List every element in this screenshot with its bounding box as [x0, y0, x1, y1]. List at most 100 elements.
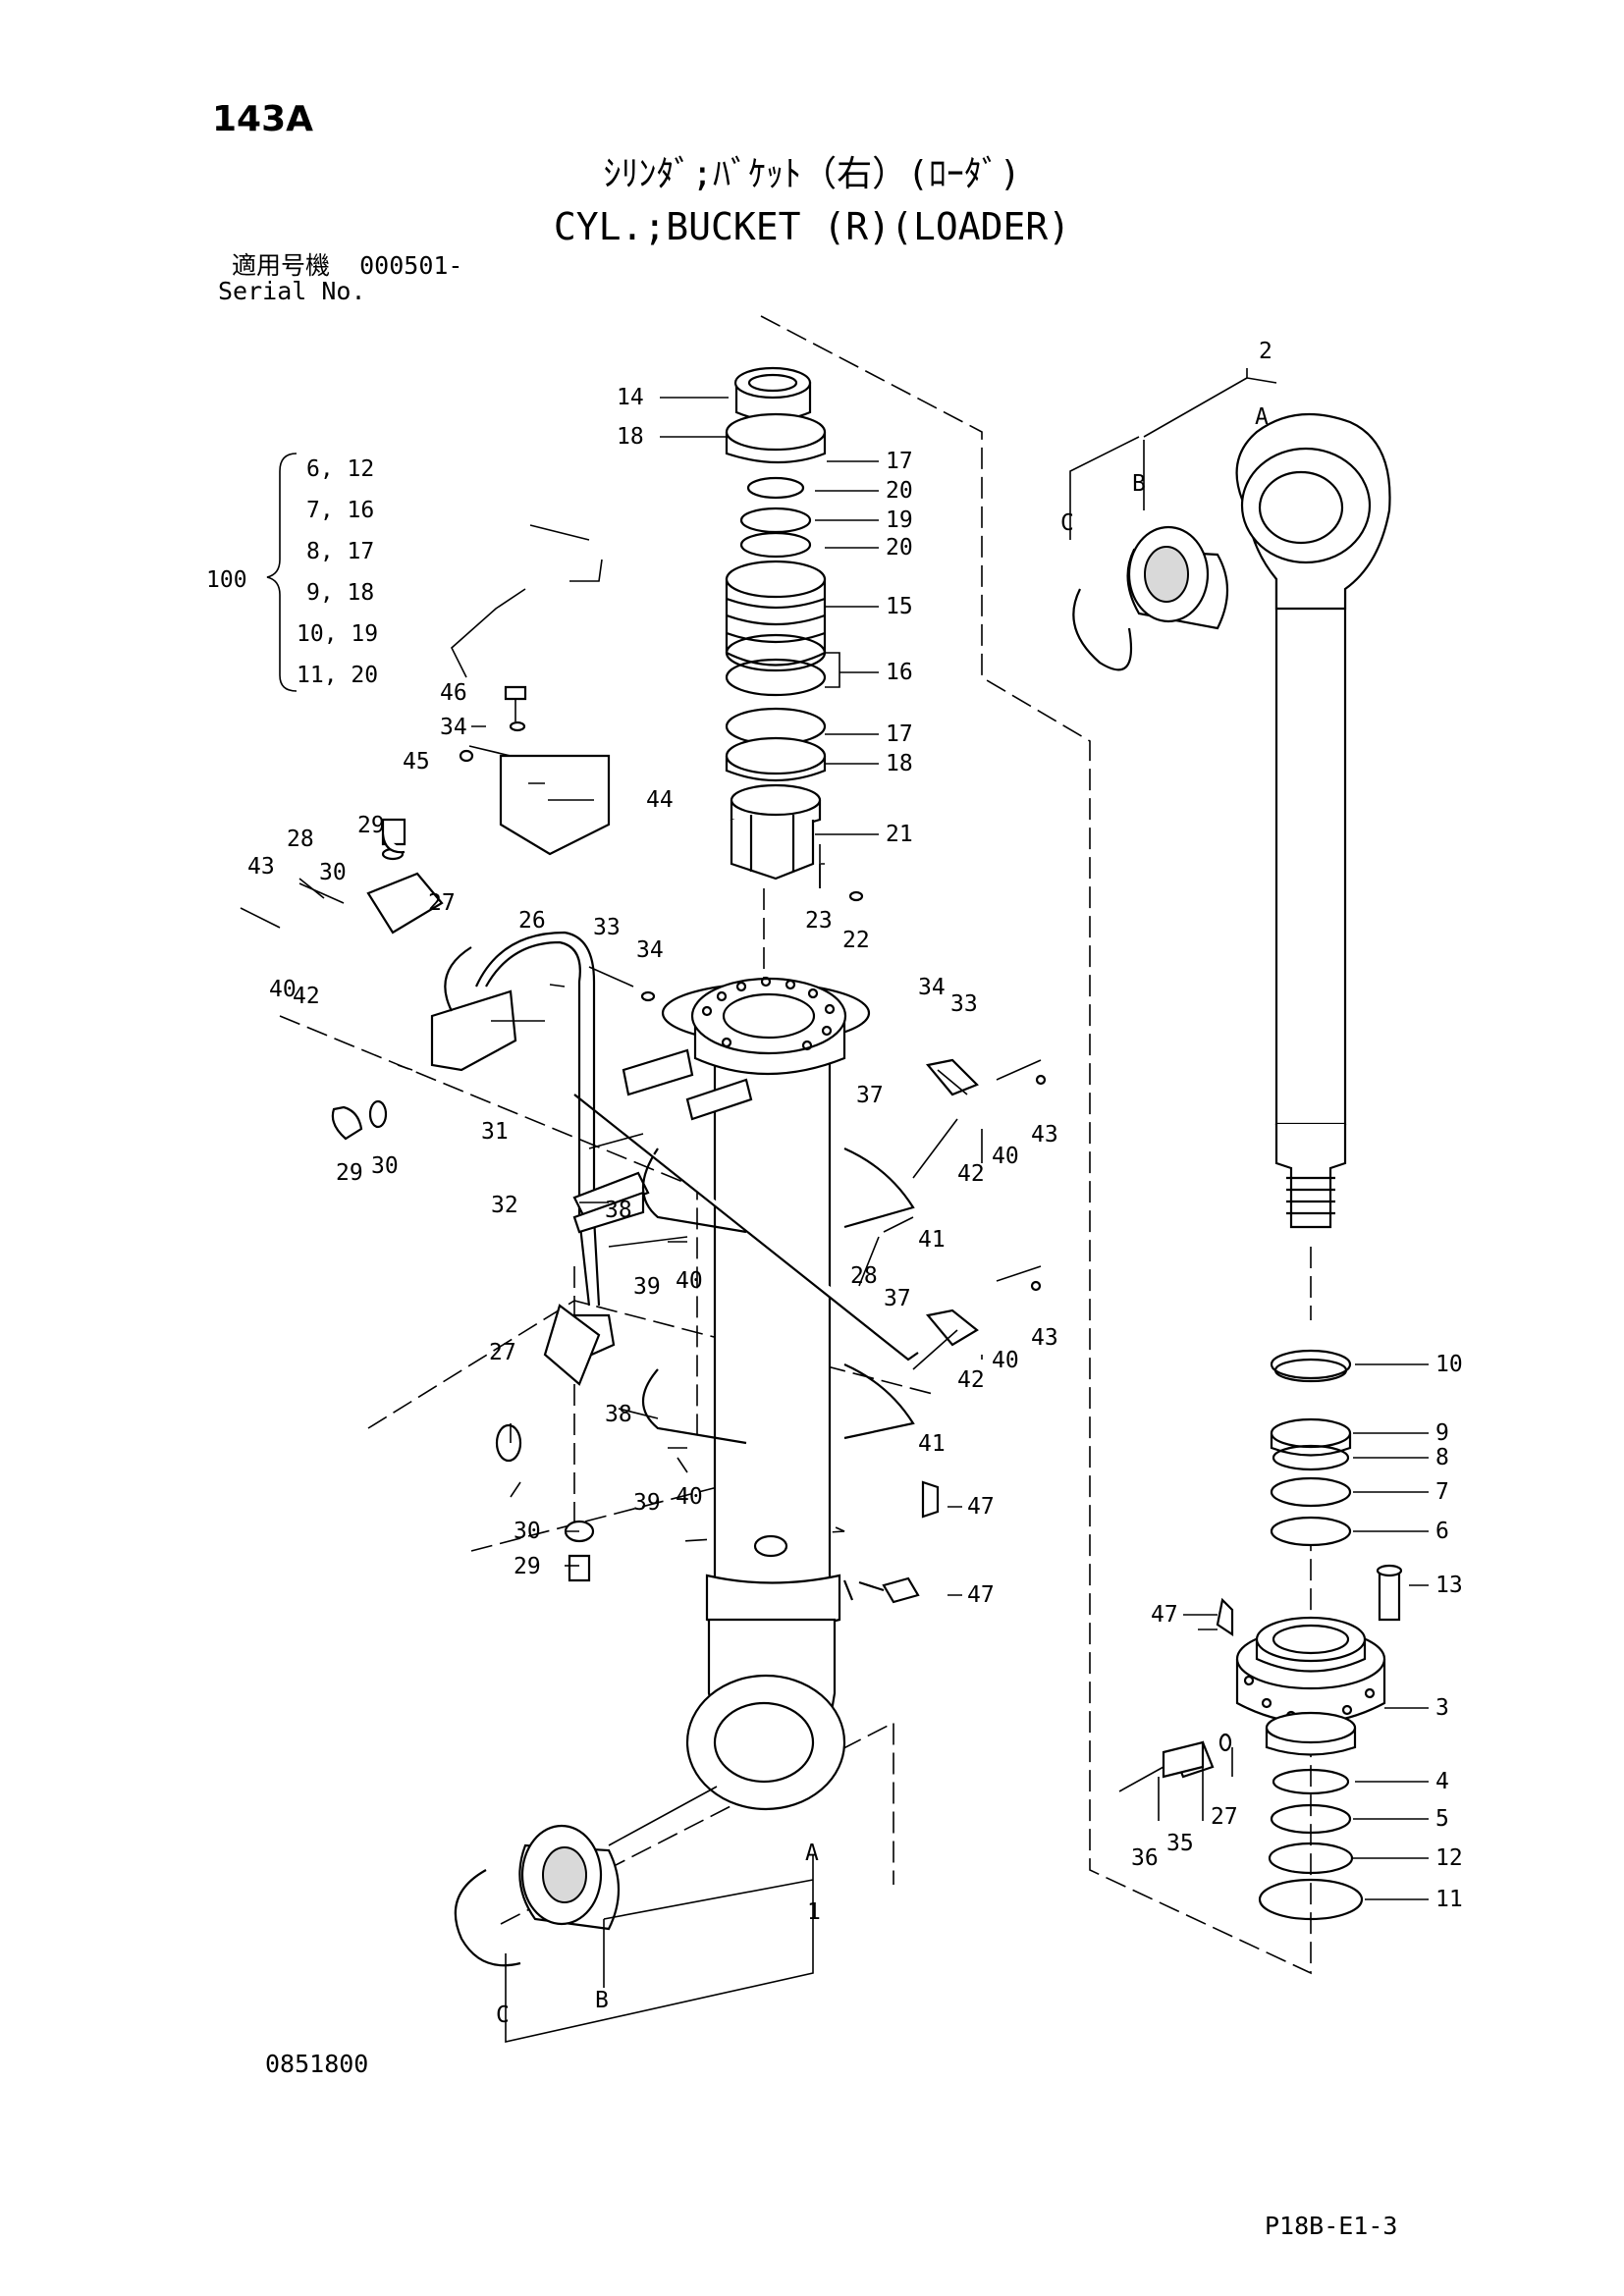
callout-13: 13 — [1435, 1573, 1463, 1598]
kit-item-5: 10, 19 — [297, 621, 378, 647]
callout-28: 28 — [287, 827, 314, 852]
callout-41: 41 — [918, 1227, 946, 1253]
callout-labels: 14 18 17 20 19 20 15 16 17 18 21 23 22 2… — [247, 339, 1463, 2028]
title-japanese: ｼﾘﾝﾀﾞ;ﾊﾞｹｯﾄ（右）(ﾛｰﾀﾞ) — [603, 154, 1021, 194]
callout-38b: 38 — [605, 1402, 632, 1427]
tube-flange — [690, 976, 847, 1076]
callout-38: 38 — [605, 1198, 632, 1223]
callout-27c: 27 — [1211, 1804, 1238, 1830]
callout-5: 5 — [1435, 1806, 1449, 1832]
callout-47b: 47 — [967, 1582, 995, 1608]
callout-17: 17 — [886, 449, 913, 474]
callout-20: 20 — [886, 478, 913, 504]
kit-number: 100 — [206, 567, 247, 593]
callout-42c: 42 — [957, 1367, 985, 1393]
callout-21: 21 — [886, 822, 913, 847]
label-b-bottom: B — [595, 1988, 609, 2013]
callout-42b: 42 — [957, 1161, 985, 1187]
callout-40: 40 — [269, 977, 297, 1002]
callout-4: 4 — [1435, 1769, 1449, 1794]
callout-6: 6 — [1435, 1519, 1449, 1544]
serial-label-english: Serial No. — [218, 277, 366, 305]
callout-29: 29 — [357, 813, 385, 838]
label-a-top: A — [1255, 404, 1269, 430]
callout-20b: 20 — [886, 535, 913, 561]
serial-label-japanese: 適用号機 000501- — [232, 253, 462, 278]
serial-label-jp: 適用号機 — [232, 251, 331, 280]
callout-28b: 28 — [850, 1263, 878, 1289]
kit-item-1: 6, 12 — [306, 456, 374, 482]
callout-3: 3 — [1435, 1695, 1449, 1721]
piston-seal-stack — [1270, 1349, 1352, 1547]
kit-item-6: 11, 20 — [297, 663, 378, 688]
callout-7: 7 — [1435, 1479, 1449, 1505]
callout-15: 15 — [886, 594, 913, 619]
callout-37b: 37 — [884, 1286, 911, 1311]
callout-40c: 40 — [676, 1268, 703, 1294]
callout-22: 22 — [842, 928, 870, 953]
callout-18: 18 — [617, 424, 644, 450]
callout-46: 46 — [440, 680, 467, 706]
callout-29c: 29 — [514, 1554, 541, 1579]
callout-47c: 47 — [1151, 1602, 1178, 1628]
callout-37: 37 — [856, 1083, 884, 1108]
callout-36: 36 — [1131, 1845, 1159, 1871]
callout-11: 11 — [1435, 1887, 1463, 1912]
callout-8: 8 — [1435, 1445, 1449, 1470]
callout-43b: 43 — [1031, 1122, 1058, 1148]
callout-44: 44 — [646, 787, 674, 813]
label-c-bottom: C — [496, 2002, 510, 2028]
callout-39: 39 — [633, 1274, 661, 1300]
callout-27b: 27 — [489, 1340, 516, 1365]
callout-40b: 40 — [992, 1144, 1019, 1169]
callout-32: 32 — [491, 1193, 518, 1218]
drawing-number: 0851800 — [265, 2050, 369, 2078]
callout-41b: 41 — [918, 1431, 946, 1457]
callout-34c: 34 — [918, 975, 946, 1000]
leader-lines — [298, 368, 1429, 2043]
callout-27: 27 — [428, 890, 456, 916]
title-english: CYL.;BUCKET (R)(LOADER) — [553, 205, 1071, 248]
kit-brace — [266, 453, 298, 692]
kit-item-3: 8, 17 — [306, 539, 374, 564]
callout-39b: 39 — [633, 1490, 661, 1516]
reference-code: P18B-E1-3 — [1265, 2212, 1398, 2240]
callout-40d: 40 — [992, 1348, 1019, 1373]
kit-item-2: 7, 16 — [306, 498, 374, 523]
callout-33: 33 — [593, 915, 621, 940]
kit-list: 100 6, 12 7, 16 8, 17 9, 18 10, 19 11, 2… — [206, 456, 378, 688]
callout-40e: 40 — [676, 1484, 703, 1510]
label-a-bottom: A — [805, 1841, 819, 1866]
callout-31: 31 — [481, 1119, 509, 1145]
label-c-top: C — [1060, 510, 1074, 536]
callout-12: 12 — [1435, 1845, 1463, 1871]
gland-seal-stack — [725, 366, 827, 881]
callout-9: 9 — [1435, 1420, 1449, 1446]
callout-10: 10 — [1435, 1352, 1463, 1377]
callout-30b: 30 — [371, 1153, 399, 1179]
callout-33b: 33 — [950, 991, 978, 1017]
pin-bushings — [454, 525, 1229, 1967]
page-number: 143A — [212, 99, 314, 139]
serial-value: 000501- — [359, 251, 463, 280]
callout-1: 1 — [807, 1899, 821, 1925]
callout-18b: 18 — [886, 751, 913, 776]
callout-43: 43 — [247, 854, 275, 880]
piston-rod — [1235, 412, 1391, 1229]
callout-26: 26 — [518, 908, 546, 934]
callout-30c: 30 — [514, 1519, 541, 1544]
callout-16: 16 — [886, 660, 913, 685]
fasteners — [240, 685, 1042, 1604]
callout-2: 2 — [1259, 339, 1272, 364]
callout-45: 45 — [403, 749, 430, 774]
callout-42: 42 — [293, 984, 320, 1009]
callout-29b: 29 — [336, 1160, 363, 1186]
callout-47: 47 — [967, 1494, 995, 1520]
callout-30: 30 — [319, 860, 347, 885]
callout-19: 19 — [886, 507, 913, 533]
callout-34: 34 — [440, 715, 467, 740]
callout-43c: 43 — [1031, 1325, 1058, 1351]
callout-23: 23 — [805, 908, 833, 934]
callout-14: 14 — [617, 385, 644, 410]
